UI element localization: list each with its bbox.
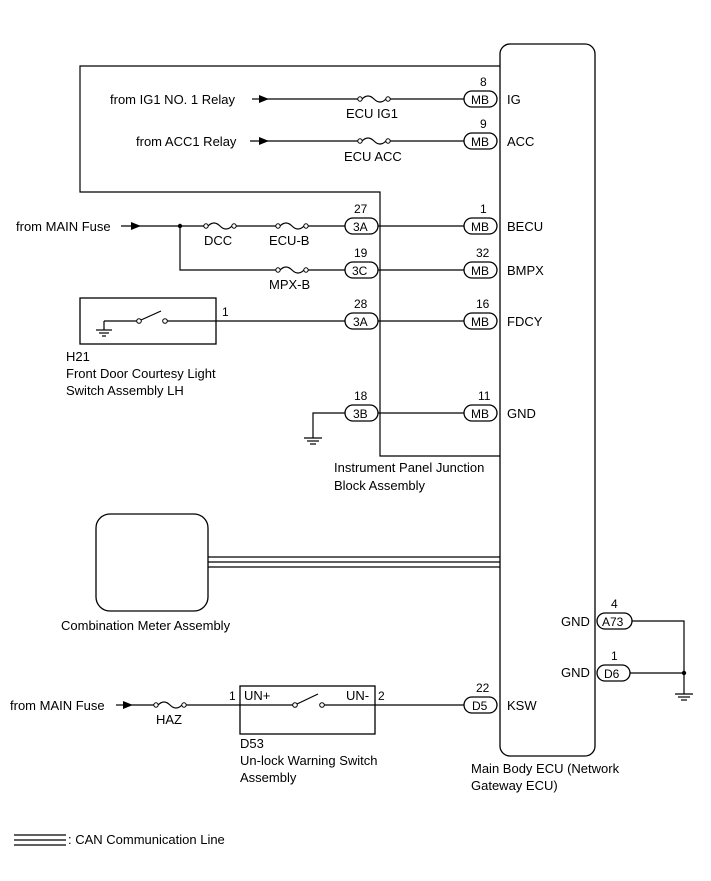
gnd-3b-ground-symbol [304, 412, 345, 445]
pin-j28-number: 28 [354, 297, 368, 311]
fuse-dcc-symbol [203, 222, 237, 230]
terminal-becu: BECU [507, 219, 543, 234]
connector-mb-bmpx [463, 261, 498, 279]
pin-j18-number: 18 [354, 389, 368, 403]
terminal-gnd-a73: GND [561, 614, 590, 629]
fuse-mpx-b-label: MPX-B [269, 277, 310, 292]
source-main-fuse-top: from MAIN Fuse [16, 219, 111, 234]
junction-name-line2: Block Assembly [334, 478, 426, 493]
terminal-un-plus: UN+ [244, 688, 270, 703]
connector-mb-gnd [463, 404, 498, 422]
fuse-haz-symbol [153, 701, 187, 709]
terminal-un-minus: UN- [346, 688, 369, 703]
pin-ksw-number: 22 [476, 681, 490, 695]
ecu-name-line1: Main Body ECU (Network [471, 761, 620, 776]
pin-j19-number: 19 [354, 246, 368, 260]
source-main-fuse-bottom: from MAIN Fuse [10, 698, 105, 713]
junction-block-outline [79, 65, 500, 457]
terminal-bmpx: BMPX [507, 263, 544, 278]
pin-acc-number: 9 [480, 117, 487, 131]
pin-fdcy-number: 16 [476, 297, 490, 311]
fuse-haz-label: HAZ [156, 712, 182, 727]
connector-mb-ig-label: MB [471, 93, 489, 107]
terminal-fdcy: FDCY [507, 314, 543, 329]
connector-mb-becu [463, 217, 498, 235]
connector-d5 [463, 696, 498, 714]
pin-bmpx-number: 32 [476, 246, 490, 260]
combination-meter-box [95, 513, 209, 612]
connector-mb-gnd-label: MB [471, 407, 489, 421]
d53-code-label: D53 [240, 736, 264, 751]
fuse-mpx-b-symbol [275, 266, 309, 274]
pin-j27-number: 27 [354, 202, 368, 216]
terminal-acc: ACC [507, 134, 534, 149]
fuse-ecu-b-symbol [275, 222, 309, 230]
pin-gnd-number: 11 [478, 389, 491, 403]
d53-switch-box [239, 685, 376, 735]
fuse-ecu-ig1-label: ECU IG1 [346, 106, 398, 121]
bmpx-branch-wire [179, 226, 276, 271]
ecu-ground-symbol [675, 673, 693, 701]
connector-mb-ig [463, 90, 498, 108]
pin-d53-in-number: 1 [229, 689, 236, 703]
connector-mb-acc-label: MB [471, 135, 489, 149]
terminal-ig: IG [507, 92, 521, 107]
connector-3a-becu-label: 3A [353, 220, 368, 234]
connector-3b-gnd-label: 3B [353, 407, 368, 421]
pin-d53-out-number: 2 [378, 689, 385, 703]
connector-d6-label: D6 [604, 667, 620, 681]
terminal-gnd-d6: GND [561, 665, 590, 680]
pin-a73-number: 4 [611, 597, 618, 611]
ecu-name-line2: Gateway ECU) [471, 778, 558, 793]
h21-name-line2: Switch Assembly LH [66, 383, 184, 398]
connector-mb-acc [463, 132, 498, 150]
connector-mb-bmpx-label: MB [471, 264, 489, 278]
h21-switch-symbol [136, 310, 168, 324]
connector-mb-fdcy [463, 312, 498, 330]
pin-ig-number: 8 [480, 75, 487, 89]
can-legend-symbol [14, 834, 66, 846]
d53-name-line2: Assembly [240, 770, 297, 785]
can-bus-lines [208, 556, 500, 568]
fuse-ecu-acc-symbol [357, 137, 391, 145]
pin-h21-number: 1 [222, 305, 229, 319]
a73-ground-wire [632, 620, 685, 673]
connector-3a-fdcy-label: 3A [353, 315, 368, 329]
pin-d6-number: 1 [611, 649, 618, 663]
connector-a73-label: A73 [602, 615, 624, 629]
can-legend-label: : CAN Communication Line [68, 832, 225, 847]
fuse-ecu-acc-label: ECU ACC [344, 149, 402, 164]
fuse-dcc-label: DCC [204, 233, 232, 248]
connector-d5-label: D5 [472, 699, 488, 713]
combination-meter-label: Combination Meter Assembly [61, 618, 231, 633]
pin-becu-number: 1 [480, 202, 487, 216]
terminal-ksw: KSW [507, 698, 537, 713]
source-acc1-relay: from ACC1 Relay [136, 134, 237, 149]
junction-name-line1: Instrument Panel Junction [334, 460, 484, 475]
main-body-ecu-box [499, 43, 596, 757]
terminal-gnd: GND [507, 406, 536, 421]
d53-name-line1: Un-lock Warning Switch [240, 753, 378, 768]
connector-mb-fdcy-label: MB [471, 315, 489, 329]
source-ig1-relay: from IG1 NO. 1 Relay [110, 92, 235, 107]
fuse-ecu-ig1-symbol [357, 95, 391, 103]
fuse-ecu-b-label: ECU-B [269, 233, 309, 248]
h21-name-line1: Front Door Courtesy Light [66, 366, 216, 381]
connector-mb-becu-label: MB [471, 220, 489, 234]
connector-3c-bmpx-label: 3C [352, 264, 368, 278]
d53-switch-symbol [292, 693, 325, 708]
h21-ground-symbol [96, 321, 112, 337]
h21-code-label: H21 [66, 349, 90, 364]
